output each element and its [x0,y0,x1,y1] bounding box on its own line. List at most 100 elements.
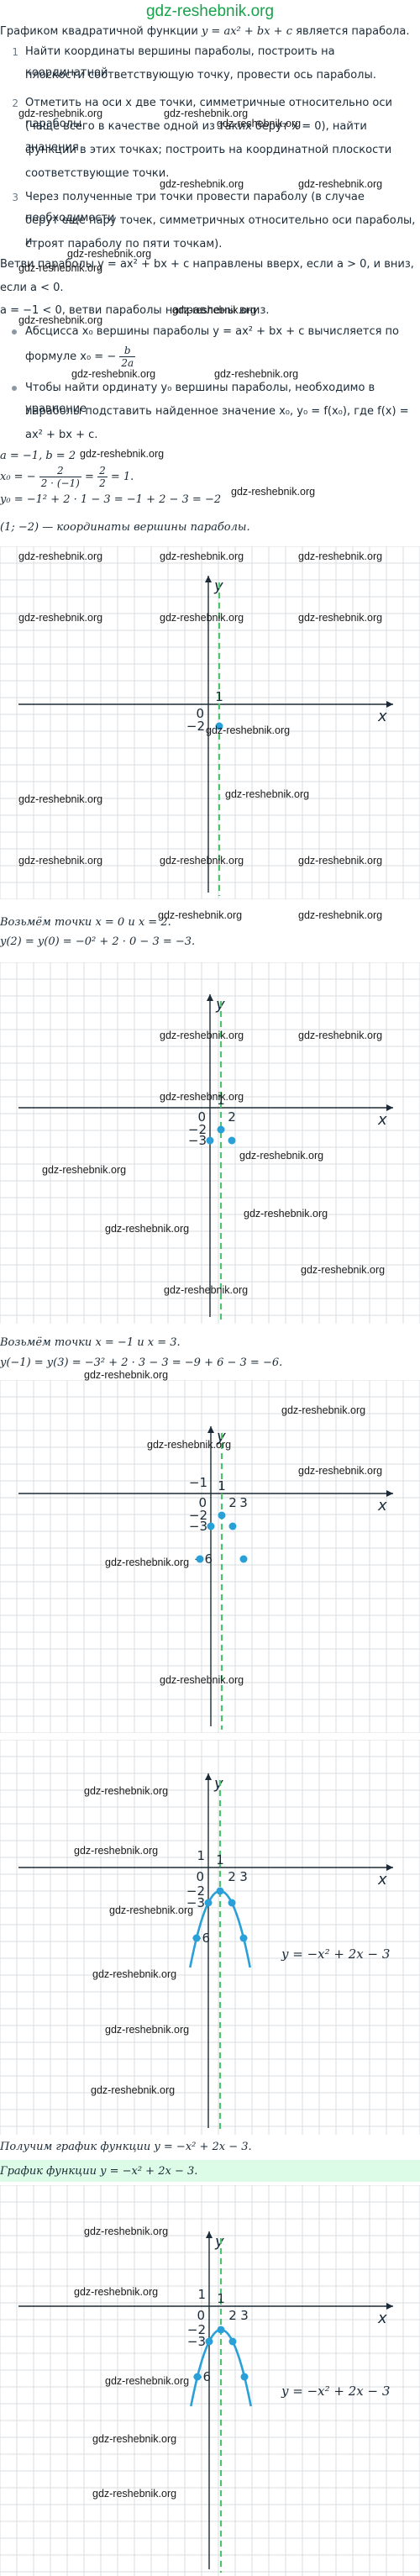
bullet-line: параболы подставить найденное значение x… [25,405,409,418]
watermark-text: gdz-reshebnik.org [160,1091,244,1103]
tick-label: 1 [217,2291,225,2306]
intro-text: Графиком квадратичной функции y = ax² + … [0,25,410,38]
grid [0,546,420,899]
watermark-text: gdz-reshebnik.org [164,108,249,119]
watermark-text: gdz-reshebnik.org [80,448,165,460]
x-axis-arrow [386,701,393,708]
final-highlight [0,2160,420,2182]
bullet-dot [12,329,17,335]
tick-label: −2 [187,2322,206,2337]
tick-label: −3 [189,1519,207,1534]
x-axis-arrow [386,2303,393,2310]
data-point [217,1125,225,1134]
watermark-text: gdz-reshebnik.org [147,1439,232,1451]
watermark-text: gdz-reshebnik.org [244,1208,328,1220]
watermark-text: gdz-reshebnik.org [298,1030,383,1041]
watermark-text: gdz-reshebnik.org [18,108,103,119]
tick-label: −2 [189,1508,207,1523]
x-axis-label: x [377,1111,387,1129]
y-axis-arrow [205,1773,212,1780]
bullet-line: ax² + bx + c. [25,429,98,441]
data-point [193,2373,202,2381]
tick-label: −3 [188,1133,207,1148]
data-point [205,2337,213,2346]
tick-label: −2 [186,1883,205,1899]
watermark-text: gdz-reshebnik.org [239,1150,324,1162]
watermark-text: gdz-reshebnik.org [91,2084,176,2096]
data-point [240,2373,249,2381]
watermark-text: gdz-reshebnik.org [18,612,103,624]
step-line: Найти координаты вершины параболы, постр… [25,45,335,79]
watermark-text: gdz-reshebnik.org [160,855,244,867]
step-line: Через полученные три точки провести пара… [25,191,365,224]
step-line: берут еще пару точек, симметричных относ… [25,214,416,248]
step-line: строят параболу по пяти точкам). [25,238,223,250]
watermark-text: gdz-reshebnik.org [105,1557,190,1568]
tick-label: 1 [218,1478,226,1493]
watermark-text: gdz-reshebnik.org [281,1404,366,1416]
grid [0,1740,420,2135]
watermark-text: gdz-reshebnik.org [105,1223,190,1235]
y-axis-arrow [206,2231,213,2238]
tick-label: 1 [197,2287,206,2302]
site-title[interactable]: gdz-reshebnik.org [145,3,275,20]
data-point [239,1555,248,1563]
watermark-text: gdz-reshebnik.org [105,2024,190,2036]
watermark-text: gdz-reshebnik.org [160,612,244,624]
calc-ab: a = −1, b = 2 [0,450,76,462]
watermark-text: gdz-reshebnik.org [160,1674,244,1686]
step-number: 1 [12,46,18,58]
watermark-text: gdz-reshebnik.org [160,178,244,190]
step-number: 2 [12,97,18,109]
watermark-text: gdz-reshebnik.org [71,368,156,380]
data-point [228,2337,237,2346]
watermark-text: gdz-reshebnik.org [18,550,103,562]
tick-label: −3 [187,2334,206,2349]
watermark-text: gdz-reshebnik.org [67,248,152,260]
step-number: 3 [12,192,18,203]
watermark-text: gdz-reshebnik.org [214,368,299,380]
watermark-text: gdz-reshebnik.org [164,1284,249,1296]
watermark-text: gdz-reshebnik.org [298,855,383,867]
calc-vertex: (1; −2) — координаты вершины параболы. [0,521,250,534]
tick-label: 1 [197,1848,205,1863]
data-point [228,1899,236,1907]
data-point [228,1522,237,1530]
calc-y0: y₀ = −1² + 2 · 1 − 3 = −1 + 2 − 3 = −2 [0,493,222,506]
data-point [228,1136,236,1145]
tick-label: −2 [186,719,205,734]
curve-label: y = −x² + 2x − 3 [281,2384,390,2399]
data-point [216,1887,224,1895]
watermark-text: gdz-reshebnik.org [42,1164,127,1176]
watermark-text: gdz-reshebnik.org [105,2375,190,2387]
x-axis-label: x [377,1497,387,1515]
step-x02-calc: y(2) = y(0) = −0² + 2 · 0 − 3 = −3. [0,935,196,948]
y-axis-arrow [207,1426,214,1433]
tick-label: −2 [188,1122,207,1137]
watermark-text: gdz-reshebnik.org [298,550,383,562]
step-line: плоскости соответствующую точку, провест… [25,69,376,82]
step-line: соответствующие точки. [25,167,170,180]
watermark-text: gdz-reshebnik.org [18,855,103,867]
watermark-text: gdz-reshebnik.org [172,304,257,316]
step-xm13-text: Возьмём точки x = −1 и x = 3. [0,1336,181,1349]
watermark-text: gdz-reshebnik.org [18,793,103,805]
watermark-text: gdz-reshebnik.org [217,118,302,129]
final-line: График функции y = −x² + 2x − 3. [0,2165,198,2178]
watermark-text: gdz-reshebnik.org [206,724,291,736]
tick-label: 0 [197,1109,206,1125]
bullet-dot [12,386,17,391]
watermark-text: gdz-reshebnik.org [231,486,316,498]
y-axis-arrow [205,576,212,582]
y-axis-arrow [207,994,213,1001]
step-line: (чаще всего в качестве одной из таких бе… [25,120,367,154]
watermark-text: gdz-reshebnik.org [84,1369,169,1381]
branches-line: если a < 0. [0,282,64,294]
data-point [215,722,223,730]
watermark-text: gdz-reshebnik.org [18,262,103,274]
x-axis-label: x [377,708,387,725]
x-axis-label: x [377,2310,387,2327]
